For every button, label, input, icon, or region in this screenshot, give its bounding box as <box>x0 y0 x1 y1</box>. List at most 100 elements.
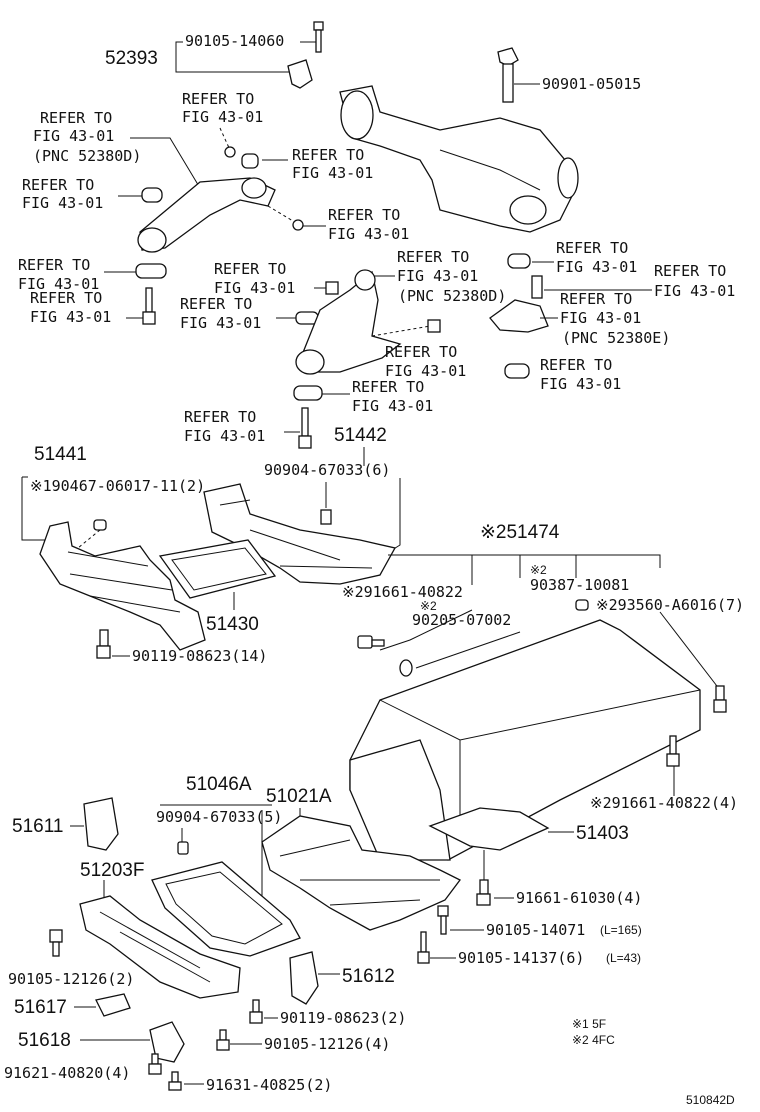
bolt-part <box>417 931 430 964</box>
shield-51441-part <box>39 521 206 651</box>
note-2: ※2 4FC <box>572 1033 615 1047</box>
shield-rib <box>219 499 373 569</box>
label-90119-08623-14: 90119-08623(14) <box>132 647 267 665</box>
refer-text: REFER TO <box>22 176 94 194</box>
leader-line <box>175 58 290 73</box>
label-91661-40822: ※291661-40822 <box>342 583 463 601</box>
bolt-part <box>168 1071 182 1091</box>
label-90105-12126-4: 90105-12126(4) <box>264 1035 390 1053</box>
bushing-part <box>295 349 325 375</box>
refer-text: REFER TO <box>40 109 112 127</box>
fig-text: FIG 43-01 <box>22 194 103 212</box>
label-90904-67033-6: 90904-67033(6) <box>264 461 390 479</box>
bushing-part <box>241 177 267 199</box>
label-90467: ※190467-06017-11(2) <box>30 477 205 495</box>
label-90119-08623-2: 90119-08623(2) <box>280 1009 406 1027</box>
note-1: ※1 5F <box>572 1017 606 1031</box>
bracket-51612-part <box>289 951 319 1005</box>
label-90901-05015: 90901-05015 <box>542 75 641 93</box>
nut-part <box>575 599 589 611</box>
bolt-part <box>148 1053 162 1075</box>
refer-text: REFER TO <box>180 295 252 313</box>
bolt-part <box>713 685 727 713</box>
leader-line <box>415 631 521 669</box>
skid-rib <box>279 839 440 906</box>
label-90105-14137: 90105-14137(6) <box>458 949 584 967</box>
bolt-part <box>249 999 263 1024</box>
bolt-part <box>142 287 156 325</box>
bolt-part <box>427 319 441 333</box>
label-51403: 51403 <box>576 823 629 844</box>
label-51430: 51430 <box>206 614 259 635</box>
label-90387-10081: 90387-10081 <box>530 576 629 594</box>
bushing-part <box>293 385 323 401</box>
label-51611: 51611 <box>12 816 63 837</box>
clip-part <box>177 841 189 855</box>
fig-text: FIG 43-01 <box>385 362 466 380</box>
label-90105-14060: 90105-14060 <box>185 32 284 50</box>
label-51021A: 51021A <box>266 786 332 807</box>
bushing-part <box>241 153 259 169</box>
panel-inner <box>171 547 267 591</box>
sensor-part <box>497 47 519 103</box>
bolt-part <box>216 1029 230 1051</box>
refer-text: REFER TO <box>352 378 424 396</box>
label-51203F: 51203F <box>80 860 144 881</box>
leader-line <box>371 325 431 337</box>
refer-text: REFER TO <box>397 248 469 266</box>
panel-inner <box>165 871 283 945</box>
refer-text: REFER TO <box>292 146 364 164</box>
leader-line <box>21 477 50 541</box>
fig-text: FIG 43-01 <box>292 164 373 182</box>
fig-text: FIG 43-01 <box>560 309 641 327</box>
bushing-part <box>504 363 530 379</box>
skid-51021A-part <box>261 815 461 931</box>
fig-text: FIG 43-01 <box>397 267 478 285</box>
fig-text: FIG 43-01 <box>180 314 261 332</box>
bolt-part <box>666 735 680 767</box>
fig-text: FIG 43-01 <box>182 108 263 126</box>
leader-line <box>267 205 299 225</box>
fig-text: FIG 43-01 <box>654 282 735 300</box>
differential-part <box>339 85 579 233</box>
label-51441: 51441 <box>34 444 87 465</box>
refer-text: REFER TO <box>540 356 612 374</box>
label-52393: 52393 <box>105 48 158 69</box>
leader-line <box>379 609 473 651</box>
mark-90205: ※2 <box>420 599 437 613</box>
refer-text: REFER TO <box>328 206 400 224</box>
bolt-part <box>224 146 236 158</box>
bolt-part <box>292 219 304 231</box>
bolt-part <box>49 929 63 957</box>
leader-line <box>77 529 101 549</box>
label-91631-40825: 91631-40825(2) <box>206 1076 332 1094</box>
bracket-51203F-part <box>79 895 241 999</box>
bolt-part <box>476 879 491 906</box>
label-51442: 51442 <box>334 425 387 446</box>
bolt-part <box>531 275 543 299</box>
refer-text: REFER TO <box>184 408 256 426</box>
refer-text: REFER TO <box>556 239 628 257</box>
label-51474: ※251474 <box>480 522 560 543</box>
refer-text: REFER TO <box>182 90 254 108</box>
bolt-part <box>357 635 385 649</box>
label-90105-12126-2: 90105-12126(2) <box>8 970 134 988</box>
panel-51046A-part <box>151 861 301 957</box>
fig-text: FIG 43-01 <box>328 225 409 243</box>
label-90205-07002: 90205-07002 <box>412 611 511 629</box>
fig-text: FIG 43-01 <box>30 308 111 326</box>
label-91621-40820: 91621-40820(4) <box>4 1064 130 1082</box>
pnc-text: (PNC 52380D) <box>398 287 506 305</box>
skidplate-end <box>349 739 451 861</box>
label-51618: 51618 <box>18 1030 71 1051</box>
refer-text: REFER TO <box>18 256 90 274</box>
leader-line <box>175 41 183 58</box>
bushing-part <box>135 263 167 279</box>
bracket-51611-part <box>83 797 119 851</box>
fig-text: FIG 43-01 <box>214 279 295 297</box>
leader-line <box>388 554 661 568</box>
label-93560: ※293560-A6016(7) <box>596 596 744 614</box>
leader-line <box>219 127 231 151</box>
leader-line <box>130 137 201 189</box>
